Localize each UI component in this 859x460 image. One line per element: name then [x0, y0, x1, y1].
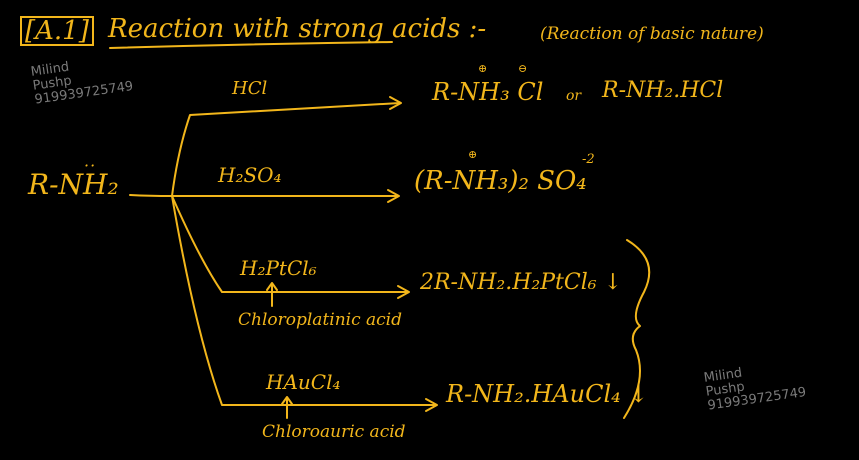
product-h2ptcl6: 2R-NH₂.H₂PtCl₆ ↓	[420, 270, 623, 295]
title-note: (Reaction of basic nature)	[540, 24, 764, 44]
reagent-h2ptcl6: H₂PtCl₆	[240, 256, 317, 280]
sulfate-charge: -2	[582, 152, 595, 167]
page-title: Reaction with strong acids :-	[108, 14, 487, 44]
product-haucl4: R-NH₂.HAuCl₄ ↓	[446, 380, 649, 408]
arrow-up-chloroauric	[281, 396, 293, 419]
arrow-up-chloroplatinic	[266, 282, 278, 307]
precipitate-brace	[623, 239, 651, 419]
charge-plus-hcl: ⊕	[478, 62, 488, 75]
branch-hcl	[171, 102, 401, 197]
title-underline	[109, 41, 393, 49]
section-label: [A.1]	[20, 16, 94, 46]
arrowhead-h2ptcl6	[397, 285, 410, 299]
arrowhead-haucl4	[425, 398, 438, 412]
reagent-name-chloroplatinic: Chloroplatinic acid	[238, 310, 402, 330]
product-h2so4: (R-NH₃)₂ SO₄	[414, 166, 587, 196]
reagent-hcl: HCl	[232, 78, 268, 99]
branch-h2ptcl6	[171, 195, 409, 293]
reagent-haucl4: HAuCl₄	[266, 370, 341, 394]
reactant-amine: R-NH₂	[28, 168, 119, 201]
branch-haucl4	[171, 195, 437, 406]
arrowhead-h2so4	[387, 189, 400, 203]
arrowhead-hcl	[389, 96, 402, 110]
product-hcl-alt: R-NH₂.HCl	[602, 78, 724, 103]
product-or: or	[566, 88, 582, 104]
charge-plus-h2so4: ⊕	[468, 148, 478, 161]
lone-pair-dots: ··	[84, 156, 97, 175]
product-hcl: R-NH₃ Cl	[432, 78, 544, 106]
reagent-name-chloroauric: Chloroauric acid	[262, 422, 406, 442]
branch-trunk	[129, 194, 173, 197]
reagent-h2so4: H₂SO₄	[218, 163, 282, 187]
charge-minus-hcl: ⊖	[518, 62, 528, 75]
